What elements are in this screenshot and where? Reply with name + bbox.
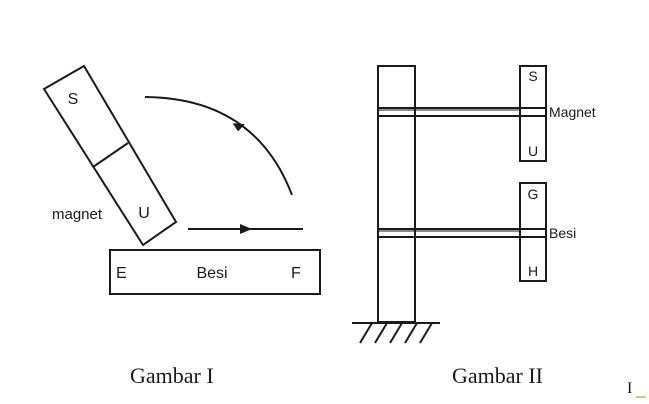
iron-end-f-label: F [291,265,301,282]
figure-1: S U magnet E Besi F Gambar I [42,64,321,388]
curved-motion-arrow [144,96,293,196]
hanging-iron-label: Besi [549,225,576,241]
figure-2: S U Magnet G H Besi Gambar II [352,65,596,388]
magnet-pole-divider [92,142,129,168]
iron-bar-label: Besi [196,265,227,282]
tilted-bar-magnet: S U [42,64,178,247]
iron-bar [109,249,321,295]
ground-hatch-icon [352,322,440,344]
magnet-pole-s-label: S [68,91,79,108]
curved-arrowhead-icon [232,123,245,132]
straight-arrowhead-icon [240,224,252,234]
hanging-magnet-u-label: U [528,143,538,159]
hanging-iron-h-label: H [528,263,538,279]
stand-post [377,65,416,323]
lower-clamp-arm [378,228,520,238]
hanging-iron-g-label: G [528,186,539,202]
hanging-magnet-label: Magnet [549,104,596,120]
figure-1-caption: Gambar I [130,363,214,388]
upper-clamp-arm [378,107,520,117]
hanging-iron [519,182,547,282]
figure-2-caption: Gambar II [452,363,543,388]
hanging-magnet [519,65,547,162]
iron-end-e-label: E [116,265,127,282]
magnet-pole-u-label: U [138,205,150,222]
magnet-label: magnet [52,206,103,223]
corner-mark: I [627,380,632,397]
hanging-magnet-s-label: S [528,68,537,84]
